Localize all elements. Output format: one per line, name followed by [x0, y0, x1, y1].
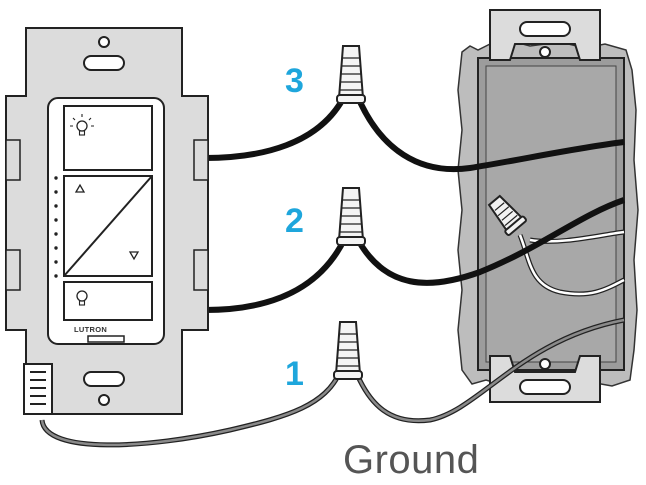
wire-2-switch-lead	[204, 236, 348, 313]
wire-3-box-lead	[354, 93, 625, 173]
wire-2-box-lead	[354, 197, 625, 286]
arrow-up-icon	[74, 183, 86, 193]
on-button	[63, 105, 153, 171]
ground-label: Ground	[343, 438, 480, 482]
step-number-1: 1	[285, 355, 304, 393]
off-button	[63, 281, 153, 321]
light-bulb-on-icon	[70, 114, 94, 136]
wall-box	[457, 9, 639, 403]
light-bulb-off-icon	[76, 290, 88, 306]
wire-nut-icon	[336, 187, 366, 246]
brand-label: LUTRON	[74, 325, 107, 334]
led-indicator-bar	[54, 176, 58, 278]
wire-nut-icon	[336, 45, 366, 104]
wire-3-switch-lead	[204, 93, 348, 161]
wire-nut-icon	[487, 194, 527, 236]
wires	[39, 93, 625, 448]
arrow-down-icon	[128, 251, 140, 261]
step-number-2: 2	[285, 202, 304, 240]
dimmer-switch: LUTRON	[5, 27, 209, 415]
step-number-3: 3	[285, 62, 304, 100]
wire-nut-icon	[333, 321, 363, 380]
